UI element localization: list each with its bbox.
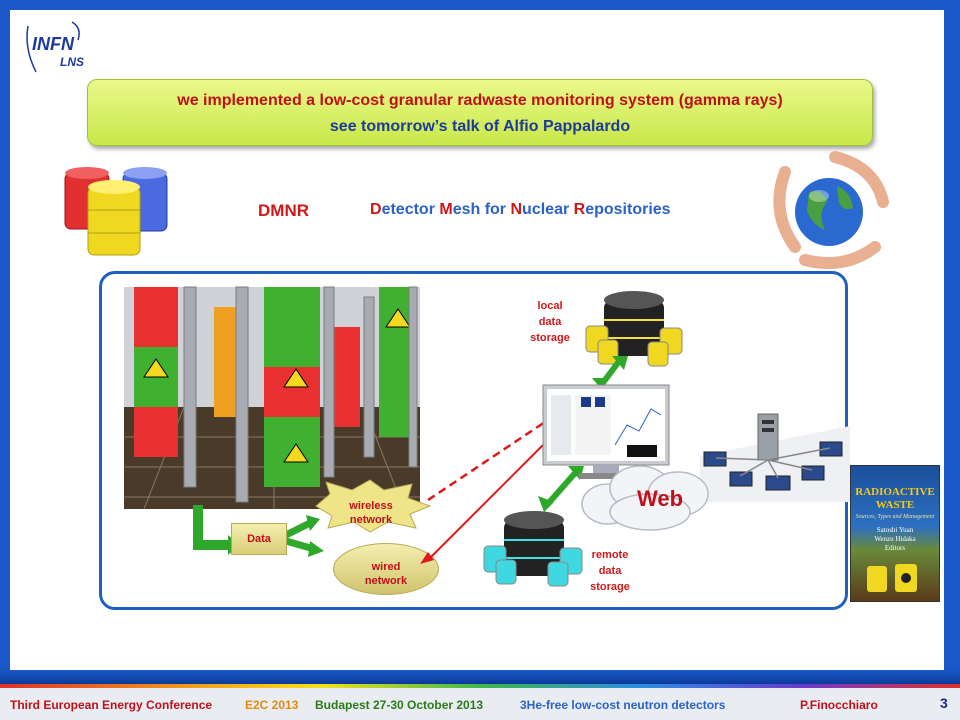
highlight-banner: we implemented a low-cost granular radwa… xyxy=(87,79,873,146)
wireless-network-label: wireless network xyxy=(316,499,426,527)
barrels-icon xyxy=(64,167,168,256)
footer-place-date: Budapest 27-30 October 2013 xyxy=(315,698,484,712)
acronym-letter-r: R xyxy=(573,201,586,218)
remote-line-1: remote xyxy=(591,549,629,561)
banner-line-2: see tomorrow’s talk of Alfio Pappalardo xyxy=(329,118,631,135)
footer-acronym: E2C 2013 xyxy=(245,698,299,712)
frame-bottom xyxy=(0,670,960,684)
book-title: RADIOACTIVE WASTE xyxy=(855,486,935,512)
acronym-rest-r: epositories xyxy=(585,201,671,218)
page-number: 3 xyxy=(940,695,948,711)
acronym-rest-m: esh for xyxy=(452,201,511,218)
wired-line-1: wired xyxy=(371,561,401,573)
wireless-burst-icon xyxy=(315,479,432,533)
network-computers-icon xyxy=(700,413,850,502)
rainbow-stripe xyxy=(0,684,960,688)
local-storage-arrow xyxy=(592,356,628,390)
dmnr-label: DMNR xyxy=(258,201,309,220)
cloud-icon xyxy=(581,465,709,531)
banner-line-1: we implemented a low-cost granular radwa… xyxy=(177,92,783,109)
book-author-1: Satoshi Yuan xyxy=(876,526,914,534)
wireless-line-2: network xyxy=(349,514,393,526)
local-line-1: local xyxy=(537,300,563,312)
book-author-2: Wenzu Hidaka xyxy=(874,535,916,543)
monitor-icon xyxy=(542,384,670,479)
infn-logo-icon: INFN LNS xyxy=(22,18,98,80)
remote-storage-server-icon xyxy=(483,511,583,587)
globe-hands-icon xyxy=(773,151,889,269)
acronym-letter-n: N xyxy=(510,201,523,218)
data-block: Data xyxy=(231,523,287,555)
book-barrels-icon xyxy=(867,564,917,592)
logo-main-text: INFN xyxy=(32,34,75,54)
wired-network-node: wired network xyxy=(333,543,439,595)
footer-bar: Third European Energy Conference E2C 201… xyxy=(0,688,960,720)
acronym-letter-m: M xyxy=(439,201,453,218)
logo-sub-text: LNS xyxy=(60,55,84,69)
footer-topic: 3He-free low-cost neutron detectors xyxy=(520,698,726,712)
repository-scene-image xyxy=(124,286,420,510)
acronym-letter-d: D xyxy=(370,201,382,218)
book-title-line-2: WASTE xyxy=(875,499,915,511)
local-storage-server-icon xyxy=(585,291,683,367)
wired-line-2: network xyxy=(364,575,408,587)
acronym-rest-n: uclear xyxy=(522,201,574,218)
wireless-line-1: wireless xyxy=(349,500,393,512)
book-title-line-1: RADIOACTIVE xyxy=(855,486,935,498)
local-line-2: data xyxy=(538,316,562,328)
book-authors: Satoshi Yuan Wenzu Hidaka Editors xyxy=(855,526,935,553)
web-label: Web xyxy=(637,486,684,511)
book-author-3: Editors xyxy=(884,544,906,552)
footer-conference: Third European Energy Conference xyxy=(10,698,213,712)
remote-line-2: data xyxy=(598,565,622,577)
acronym-rest-d: etector xyxy=(381,201,440,218)
footer-author: P.Finocchiaro xyxy=(800,698,878,712)
remote-storage-label: remote data storage xyxy=(580,547,640,595)
book-cover-icon: RADIOACTIVE WASTE Sources, Types and Man… xyxy=(850,465,940,602)
book-subtitle: Sources, Types and Management xyxy=(855,514,935,520)
local-line-3: storage xyxy=(530,332,570,344)
remote-line-3: storage xyxy=(590,581,630,593)
acronym-expansion: Detector Mesh for Nuclear Repositories xyxy=(370,201,671,219)
local-storage-label: local data storage xyxy=(520,298,580,346)
